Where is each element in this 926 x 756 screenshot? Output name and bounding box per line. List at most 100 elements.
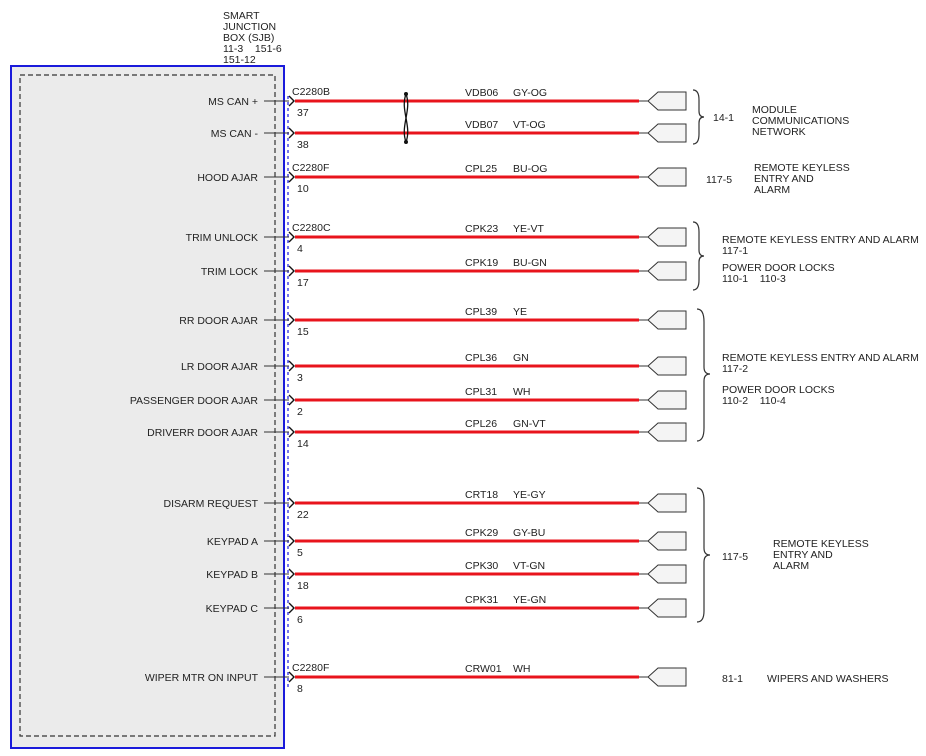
wire-color: GN	[513, 352, 529, 364]
destination-ref: 110-2 110-4	[722, 395, 786, 407]
pin-arrow-icon	[288, 568, 295, 580]
module-title-line: SMART	[223, 10, 260, 22]
pin-arrow-icon	[288, 171, 295, 183]
wire-color: VT-OG	[513, 119, 546, 131]
wire-color: BU-OG	[513, 163, 547, 175]
signal-label: KEYPAD C	[206, 603, 259, 615]
destination-label: MODULE	[752, 104, 797, 116]
pin-number: 15	[297, 326, 309, 338]
pin-arrow-icon	[288, 426, 295, 438]
group-brace	[692, 221, 705, 291]
destination-label: ENTRY AND	[773, 549, 833, 561]
signal-label: DISARM REQUEST	[163, 498, 258, 510]
destination-label: REMOTE KEYLESS	[773, 538, 869, 550]
pin-number: 38	[297, 139, 309, 151]
destination-ref: 117-5	[722, 551, 748, 563]
pin-arrow-icon	[288, 231, 295, 243]
pin-number: 8	[297, 683, 303, 695]
destination-ref: 117-5	[706, 174, 732, 186]
pin-arrow-icon	[288, 671, 295, 683]
pin-arrow-icon	[288, 95, 295, 107]
pin-arrow-icon	[288, 535, 295, 547]
circuit-row: TRIM UNLOCK C2280C 4 CPK23 YE-VT	[186, 222, 687, 255]
circuit-id: CPK31	[465, 594, 498, 606]
connector-id: C2280B	[292, 86, 330, 98]
circuit-id: CPK19	[465, 257, 498, 269]
pin-arrow-icon	[288, 265, 295, 277]
destination-label: WIPERS AND WASHERS	[767, 673, 889, 685]
circuit-id: CRW01	[465, 663, 502, 675]
terminal-icon	[647, 667, 687, 687]
terminal-icon	[647, 531, 687, 551]
group-brace	[696, 308, 711, 442]
wire-color: GY-OG	[513, 87, 547, 99]
terminal-icon	[647, 310, 687, 330]
wire-color: YE-GN	[513, 594, 546, 606]
circuit-id: CPL36	[465, 352, 497, 364]
signal-label: TRIM UNLOCK	[186, 232, 258, 244]
wire-color: WH	[513, 663, 531, 675]
sjb-inner-border	[19, 74, 276, 737]
terminal-icon	[647, 356, 687, 376]
connector-id: C2280F	[292, 662, 329, 674]
destination-label: POWER DOOR LOCKS	[722, 262, 835, 274]
signal-label: LR DOOR AJAR	[181, 361, 258, 373]
signal-label: TRIM LOCK	[201, 266, 258, 278]
pin-number: 37	[297, 107, 309, 119]
destination-rke-hood: 117-5 REMOTE KEYLESS ENTRY AND ALARM	[706, 162, 850, 196]
module-title-line: 11-3 151-6	[223, 43, 282, 55]
wire-color: WH	[513, 386, 531, 398]
group-brace	[696, 487, 711, 623]
destination-door-group: REMOTE KEYLESS ENTRY AND ALARM 117-2 POW…	[722, 352, 919, 407]
pin-arrow-icon	[288, 602, 295, 614]
terminal-icon	[647, 91, 687, 111]
destination-ref: 110-1 110-3	[722, 273, 786, 285]
pin-arrow-icon	[288, 497, 295, 509]
pin-number: 18	[297, 580, 309, 592]
circuit-id: VDB06	[465, 87, 498, 99]
pin-number: 5	[297, 547, 303, 559]
module-title-line: JUNCTION	[223, 21, 276, 33]
pin-number: 10	[297, 183, 309, 195]
pin-number: 2	[297, 406, 303, 418]
pin-arrow-icon	[288, 127, 295, 139]
connector-id: C2280C	[292, 222, 331, 234]
circuit-id: CPK29	[465, 527, 498, 539]
wire-color: YE-GY	[513, 489, 546, 501]
sjb-module-box	[10, 65, 285, 749]
terminal-icon	[647, 261, 687, 281]
circuit-row: KEYPAD C 6 CPK31 YE-GN	[206, 594, 687, 626]
pin-number: 6	[297, 614, 303, 626]
group-brace	[692, 89, 705, 145]
signal-label: DRIVERR DOOR AJAR	[147, 427, 258, 439]
destination-module-comm: 14-1 MODULE COMMUNICATIONS NETWORK	[713, 104, 849, 138]
circuit-id: VDB07	[465, 119, 498, 131]
destination-label: REMOTE KEYLESS	[754, 162, 850, 174]
terminal-icon	[647, 598, 687, 618]
pin-arrow-icon	[288, 360, 295, 372]
wire-color: GN-VT	[513, 418, 546, 430]
signal-label: KEYPAD A	[207, 536, 258, 548]
destination-label: REMOTE KEYLESS ENTRY AND ALARM	[722, 234, 919, 246]
circuit-id: CPK23	[465, 223, 498, 235]
pin-number: 4	[297, 243, 303, 255]
destination-trim-group: REMOTE KEYLESS ENTRY AND ALARM 117-1 POW…	[722, 234, 919, 285]
terminal-icon	[647, 422, 687, 442]
destination-ref: 117-2	[722, 363, 748, 375]
terminal-icon	[647, 564, 687, 584]
circuit-id: CPL26	[465, 418, 497, 430]
circuit-id: CRT18	[465, 489, 498, 501]
wire-color: YE-VT	[513, 223, 545, 235]
